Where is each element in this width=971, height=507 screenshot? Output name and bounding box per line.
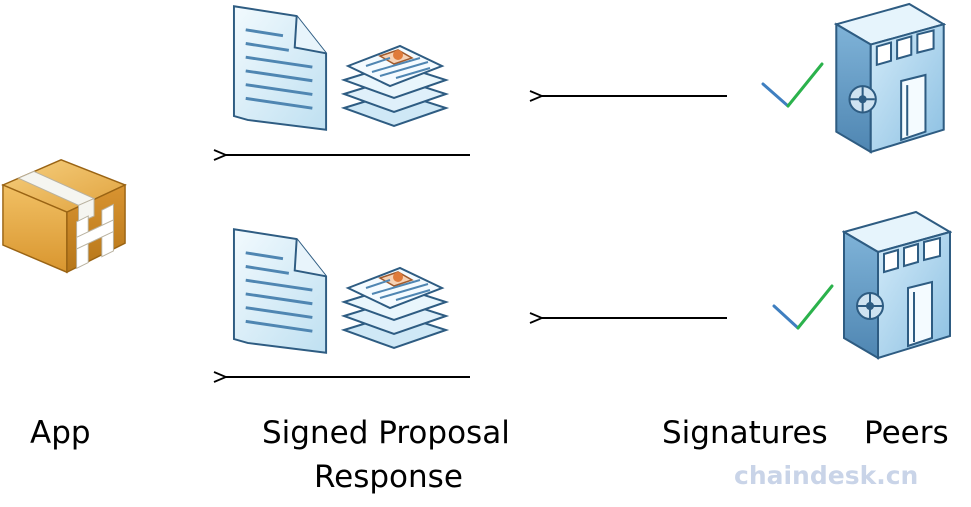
app-label: App bbox=[30, 415, 91, 451]
signatures-label: Signatures bbox=[662, 415, 828, 451]
watermark: chaindesk.cn bbox=[734, 461, 919, 490]
response-label: Response bbox=[314, 459, 463, 495]
signed-proposal-label: Signed Proposal bbox=[262, 415, 510, 451]
peer-building-icon bbox=[835, 3, 945, 153]
signed-document-stack-icon bbox=[343, 45, 447, 127]
peers-label: Peers bbox=[864, 415, 949, 451]
checkmark-icon bbox=[772, 284, 834, 330]
checkmark-icon bbox=[761, 62, 824, 108]
package-box-icon bbox=[2, 158, 126, 274]
document-icon bbox=[232, 4, 328, 132]
signed-document-stack-icon bbox=[343, 267, 447, 349]
peer-building-icon bbox=[843, 211, 951, 359]
document-icon bbox=[232, 227, 328, 355]
